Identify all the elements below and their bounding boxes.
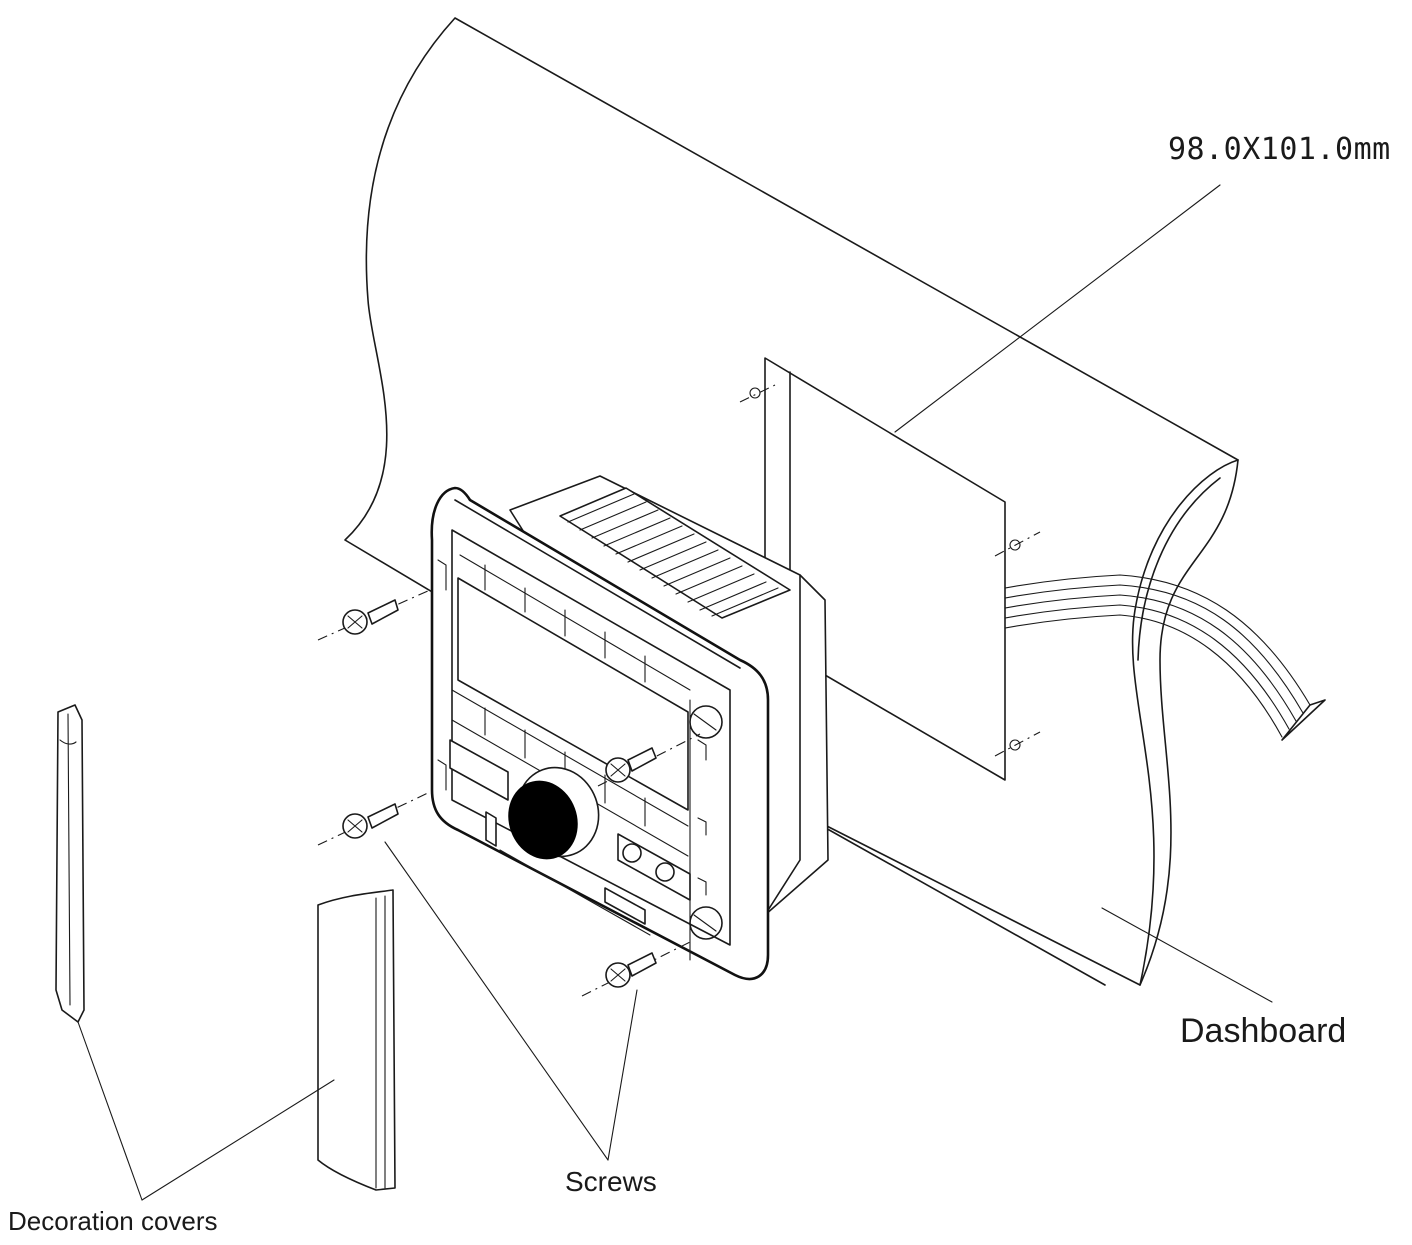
decoration-cover-left bbox=[55, 704, 85, 1023]
dashboard-label: Dashboard bbox=[1180, 1012, 1347, 1050]
volume-knob bbox=[508, 766, 600, 860]
dimension-label: 98.0X101.0mm bbox=[1168, 132, 1391, 167]
head-unit bbox=[430, 475, 829, 981]
screw-bottom-right bbox=[581, 941, 691, 997]
heat-sink bbox=[559, 487, 791, 619]
screws-label: Screws bbox=[565, 1166, 657, 1197]
decoration-cover-right bbox=[317, 889, 396, 1191]
screw-top-right bbox=[597, 733, 701, 787]
leader-lines bbox=[77, 184, 1273, 1201]
decoration-covers-label: Decoration covers bbox=[8, 1206, 218, 1236]
screw-bottom-left bbox=[317, 791, 431, 846]
screw-top-left bbox=[317, 589, 431, 641]
